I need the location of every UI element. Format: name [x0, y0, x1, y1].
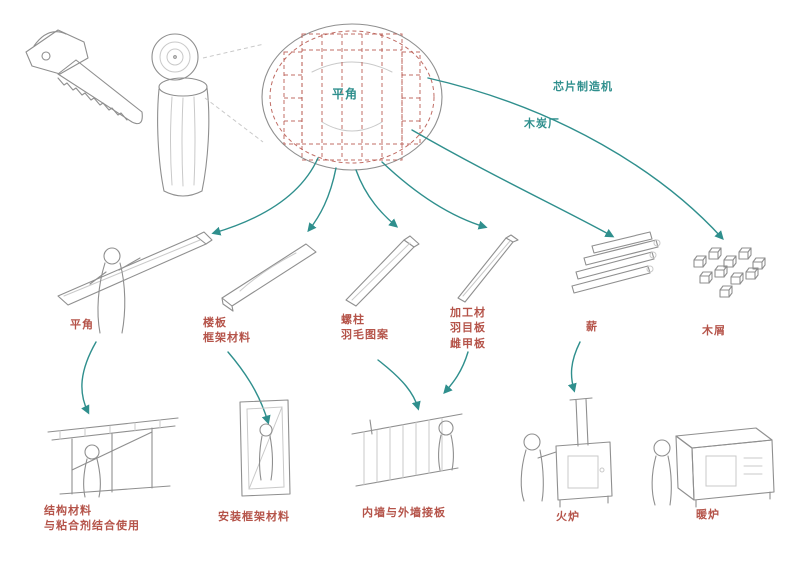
wall-panels-icon	[351, 413, 463, 487]
application-label-walls: 内墙与外墙接板	[362, 507, 446, 519]
cutting-pattern-hub	[261, 23, 443, 171]
arrow-hub-to-processed	[381, 161, 488, 230]
product-label-firewood: 薪	[586, 321, 598, 333]
arrow-floorboard-to-frame	[227, 351, 271, 425]
beam-carrier-icon	[57, 231, 213, 334]
processed-lumber-icon	[457, 234, 519, 303]
stud-icon	[345, 235, 420, 307]
door-frame-icon	[239, 399, 291, 497]
log-icon	[151, 33, 265, 197]
flow-arrows-bottom	[81, 341, 581, 425]
application-label-stove: 火炉	[556, 511, 580, 523]
heater-icon	[651, 427, 775, 508]
arrow-hub-to-stud	[355, 169, 399, 228]
firewood-icon	[571, 231, 661, 294]
arrow-hub-to-chips	[427, 77, 724, 241]
floor-board-icon	[221, 243, 317, 312]
stove-icon	[520, 397, 613, 508]
arrow-hub-to-floor-board	[307, 167, 337, 233]
product-label-wood-chips: 木屑	[702, 325, 726, 337]
chip-machine-label: 芯片制造机	[553, 81, 613, 93]
chainsaw-icon	[25, 29, 143, 125]
product-label-floor-board: 楼板 框架材料	[203, 317, 251, 345]
product-label-processed-lumber: 加工材 羽目板 雌甲板	[450, 307, 486, 350]
arrow-hub-to-beam	[211, 157, 319, 236]
application-label-frame-install: 安装框架材料	[218, 511, 290, 523]
application-label-structural: 结构材料 与粘合剂结合使用	[44, 505, 140, 533]
arrow-beam-to-structural	[81, 341, 97, 415]
product-label-beam: 平角	[70, 319, 94, 331]
application-label-heater: 暖炉	[696, 509, 720, 521]
arrow-stud-to-walls	[377, 359, 421, 411]
arrow-firewood-to-stove	[567, 341, 581, 393]
structural-frame-icon	[47, 417, 179, 498]
product-label-stud: 螺柱 羽毛图案	[341, 314, 389, 342]
flow-arrows-top	[211, 77, 724, 241]
hub-label: 平角	[332, 87, 359, 101]
arrow-processed-to-walls	[443, 351, 469, 395]
wood-chips-icon	[693, 247, 766, 298]
charcoal-plant-label: 木炭厂	[524, 118, 560, 130]
arrow-hub-to-firewood	[411, 129, 615, 238]
